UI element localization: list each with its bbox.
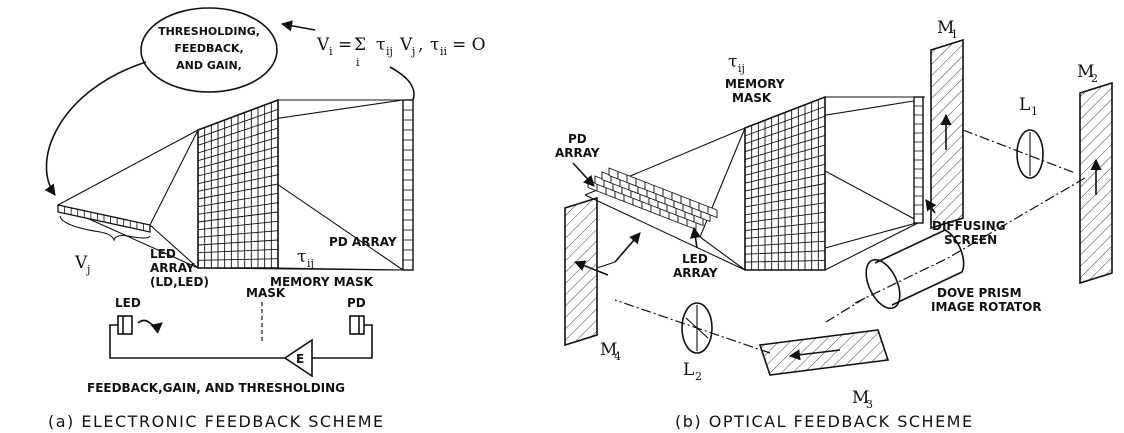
dove-prism-label-1: DOVE PRISM xyxy=(937,286,1022,300)
memory-mask-label-b-1: MEMORY xyxy=(725,77,785,91)
memory-mask-a xyxy=(197,98,279,269)
m4-label: M xyxy=(600,340,617,360)
led-array-label-b-1: LED xyxy=(682,252,708,266)
eq-to-pd-curve xyxy=(389,66,415,103)
panel-a: THRESHOLDING, FEEDBACK, AND GAIN, V i = … xyxy=(44,7,486,431)
bubble-line-2: FEEDBACK, xyxy=(174,42,243,55)
feedback-text: FEEDBACK,GAIN, AND THRESHOLDING xyxy=(87,381,345,395)
l2-label: L xyxy=(683,360,694,380)
m3-label: M xyxy=(852,388,869,408)
memory-mask-label-a: MEMORY MASK xyxy=(270,275,374,289)
eq-tau2: τ xyxy=(430,35,439,55)
mirror-m2 xyxy=(1079,81,1113,285)
memory-mask-b xyxy=(744,95,826,271)
bubble-line-3: AND GAIN, xyxy=(176,59,242,72)
caption-a: (a) ELECTRONIC FEEDBACK SCHEME xyxy=(48,412,385,431)
mirror-m3 xyxy=(758,329,890,376)
m2-label: M xyxy=(1077,62,1094,82)
circuit-mask-label: MASK xyxy=(246,286,286,300)
vj-sub: j xyxy=(85,263,90,276)
amp-label: E xyxy=(296,352,304,366)
dove-prism-label-2: IMAGE ROTATOR xyxy=(931,300,1042,314)
circuit-pd-label: PD xyxy=(347,296,366,310)
lens-l2 xyxy=(681,302,713,354)
pd-array-label-a: PD ARRAY xyxy=(329,235,397,249)
equation: V i = Σ i τ ij V j , τ ii = O xyxy=(316,35,486,69)
eq-zero: = O xyxy=(452,35,486,55)
amplifier-e xyxy=(283,338,313,378)
eq-sum-index: i xyxy=(356,56,360,69)
feedback-curve xyxy=(44,61,147,196)
pd-array-label-b-2: ARRAY xyxy=(555,146,600,160)
tau-sub-a: ij xyxy=(307,257,314,270)
l1-sub: 1 xyxy=(1031,105,1038,118)
led-array-a xyxy=(57,204,151,233)
pd-array-a xyxy=(402,99,414,271)
l2-sub: 2 xyxy=(695,370,702,383)
pd-array-label-b-1: PD xyxy=(568,132,587,146)
vj-brace xyxy=(59,215,151,242)
eq-comma: , xyxy=(418,35,423,55)
circuit-led-label: LED xyxy=(115,296,141,310)
memory-mask-label-b-2: MASK xyxy=(732,91,772,105)
led-array-label-2: ARRAY xyxy=(150,261,195,275)
m1-label: M xyxy=(937,18,954,38)
panel-b: PD ARRAY LED ARRAY τ ij MEMORY MASK DIFF… xyxy=(555,18,1113,431)
bubble-line-1: THRESHOLDING, xyxy=(158,25,260,38)
eq-vi: V xyxy=(316,35,330,55)
caption-b: (b) OPTICAL FEEDBACK SCHEME xyxy=(675,412,974,431)
pd-array-b xyxy=(587,167,718,231)
eq-arrow xyxy=(280,20,316,32)
feedback-circuit: LED MASK PD E FEEDBACK,GAIN, AND THRESHO… xyxy=(87,286,373,395)
eq-vi-sub: i xyxy=(329,45,333,58)
vj-label: V xyxy=(74,253,88,273)
eq-tau-sub: ij xyxy=(386,45,393,58)
eq-vj-sub: j xyxy=(410,45,415,58)
thresholding-bubble xyxy=(140,7,278,93)
diffusing-screen xyxy=(913,96,924,224)
dove-prism xyxy=(854,229,965,310)
eq-sigma: Σ xyxy=(354,35,366,55)
eq-equals: = xyxy=(338,35,352,55)
tau-sub-b: ij xyxy=(738,62,745,75)
eq-vj: V xyxy=(399,35,413,55)
m4-sub: 4 xyxy=(614,350,621,363)
led-component xyxy=(117,315,133,335)
tau-label-b: τ xyxy=(728,52,737,72)
beam-m2-prism xyxy=(947,177,1086,259)
m2-sub: 2 xyxy=(1091,72,1098,85)
pd-component xyxy=(349,315,365,335)
eq-tau2-sub: ii xyxy=(440,45,448,58)
m3-sub: 3 xyxy=(866,398,873,411)
mirror-m4 xyxy=(564,196,609,347)
lens-l1 xyxy=(1016,129,1044,179)
led-array-label-1: LED xyxy=(150,247,176,261)
light-arrow xyxy=(137,319,163,334)
l1-label: L xyxy=(1019,95,1030,115)
m1-sub: 1 xyxy=(951,28,958,41)
tau-label-a: τ xyxy=(297,247,306,267)
mirror-m1 xyxy=(930,38,964,230)
beam-m1-m2 xyxy=(962,129,1076,174)
led-array-label-3: (LD,LED) xyxy=(150,275,209,289)
eq-tau: τ xyxy=(376,35,385,55)
led-array-label-b-2: ARRAY xyxy=(673,266,718,280)
